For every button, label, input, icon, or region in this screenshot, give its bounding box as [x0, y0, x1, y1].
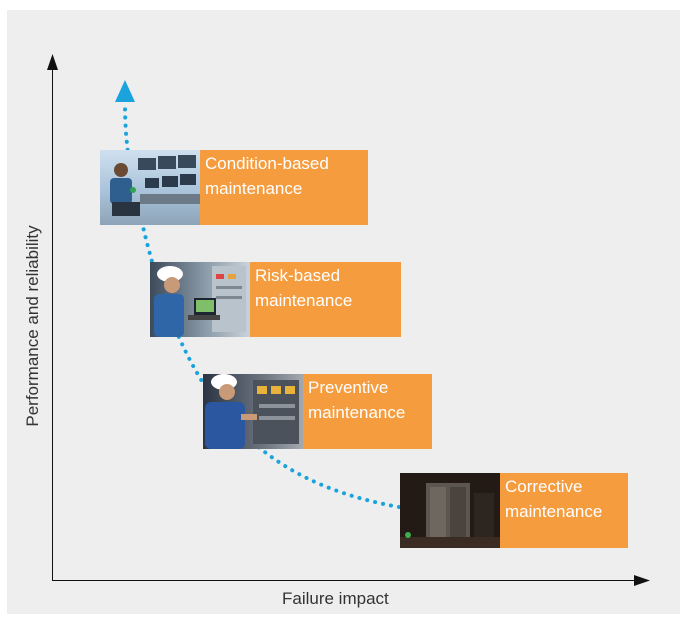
operator-at-control-room-icon: [100, 150, 200, 225]
stage-label-line2: maintenance: [308, 403, 406, 422]
stage-label-line1: Condition-based: [205, 154, 329, 173]
stage-corrective: Corrective maintenance: [400, 473, 628, 548]
x-axis-line: [52, 580, 642, 581]
damaged-switchgear-icon: [400, 473, 500, 548]
stage-label-risk-based: Risk-based maintenance: [250, 262, 401, 337]
stage-label-line2: maintenance: [255, 291, 353, 310]
stage-label-condition-based: Condition-based maintenance: [200, 150, 368, 225]
stage-label-corrective: Corrective maintenance: [500, 473, 628, 548]
diagram-canvas: Condition-based maintenance Risk-based: [7, 10, 680, 614]
stage-risk-based: Risk-based maintenance: [150, 262, 401, 337]
x-axis-title: Failure impact: [282, 589, 389, 608]
y-axis-arrowhead-icon: [47, 54, 58, 70]
stage-condition-based: Condition-based maintenance: [100, 150, 368, 225]
x-axis-arrowhead-icon: [634, 575, 650, 586]
technician-at-switchgear-icon: [203, 374, 303, 449]
y-axis-line: [52, 62, 53, 581]
curve-arrowhead-icon: [115, 80, 135, 102]
stage-label-preventive: Preventive maintenance: [303, 374, 432, 449]
stage-label-line1: Corrective: [505, 477, 583, 496]
stage-label-line1: Preventive: [308, 378, 389, 397]
stage-label-line2: maintenance: [205, 179, 303, 198]
stage-label-line2: maintenance: [505, 502, 603, 521]
stage-preventive: Preventive maintenance: [203, 374, 432, 449]
technician-with-laptop-icon: [150, 262, 250, 337]
y-axis-title: Performance and reliability: [23, 225, 42, 427]
stage-label-line1: Risk-based: [255, 266, 341, 285]
